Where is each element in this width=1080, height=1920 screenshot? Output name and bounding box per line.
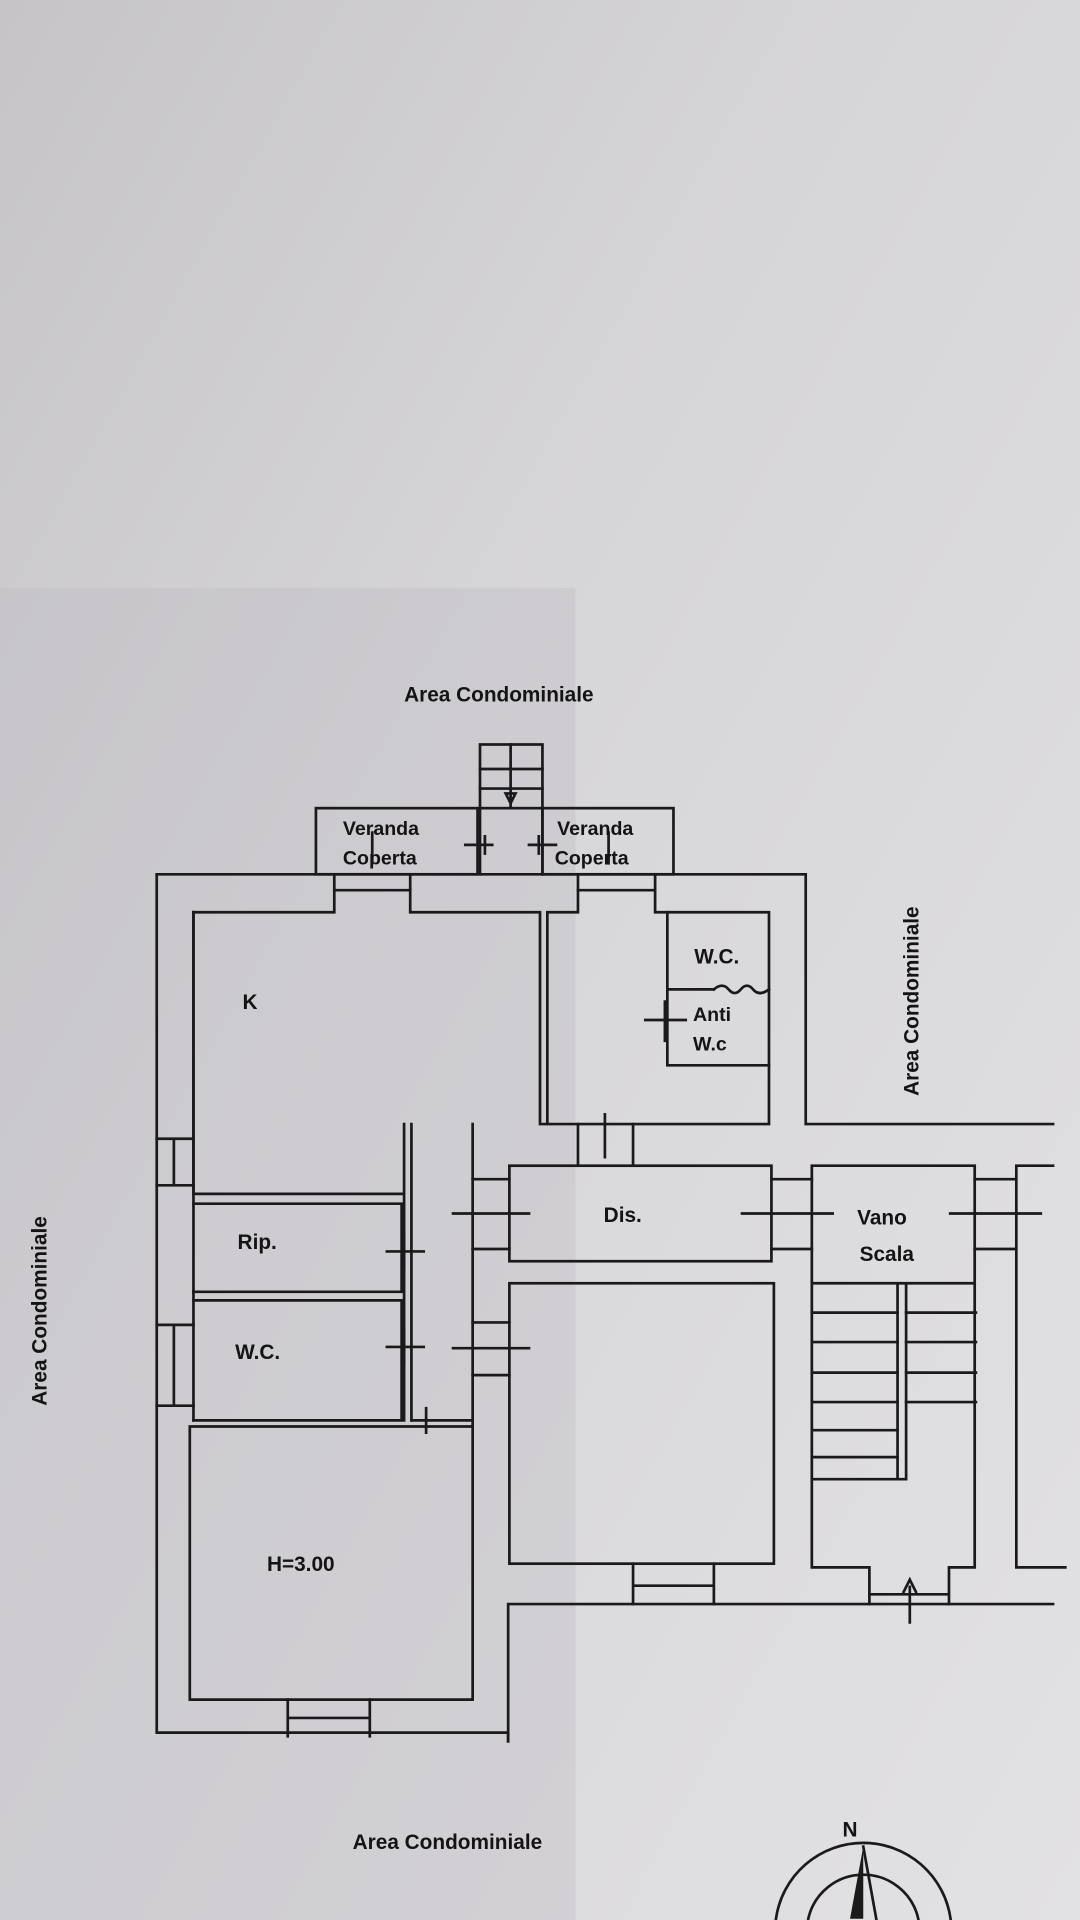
height-label: H=3.00: [267, 1553, 335, 1576]
vano-scala-label-2: Scala: [860, 1243, 915, 1266]
anti-wc-label-2: W.c: [693, 1034, 727, 1056]
stairwell: [810, 1164, 1067, 1624]
wc-left-label: W.C.: [235, 1341, 280, 1364]
vano-scala-label: Vano: [857, 1206, 907, 1229]
veranda-left-label: Veranda: [343, 818, 420, 840]
veranda-left-label-2: Coperta: [343, 847, 418, 869]
anti-wc-label: Anti: [693, 1004, 731, 1026]
veranda-right-label-2: Coperta: [555, 847, 630, 869]
central-rooms: [451, 1112, 834, 1606]
wc-top-block: [643, 910, 771, 1067]
compass-needle-outline: [861, 1844, 878, 1920]
area-label-top: Area Condominiale: [404, 684, 594, 707]
compass-outer-ring: [774, 1841, 953, 1920]
left-rooms: [155, 910, 475, 1738]
area-label-right: Area Condominiale: [900, 906, 923, 1096]
disimpegno-label: Dis.: [604, 1204, 642, 1227]
verandas: [314, 743, 675, 876]
wc-top-label: W.C.: [694, 946, 739, 969]
area-label-bottom: Area Condominiale: [353, 1831, 543, 1854]
veranda-right-label: Veranda: [557, 818, 634, 840]
north-label: N: [842, 1819, 857, 1842]
ripostiglio-label: Rip.: [238, 1231, 277, 1254]
kitchen-label: K: [242, 991, 257, 1014]
area-label-left: Area Condominiale: [29, 1216, 52, 1406]
